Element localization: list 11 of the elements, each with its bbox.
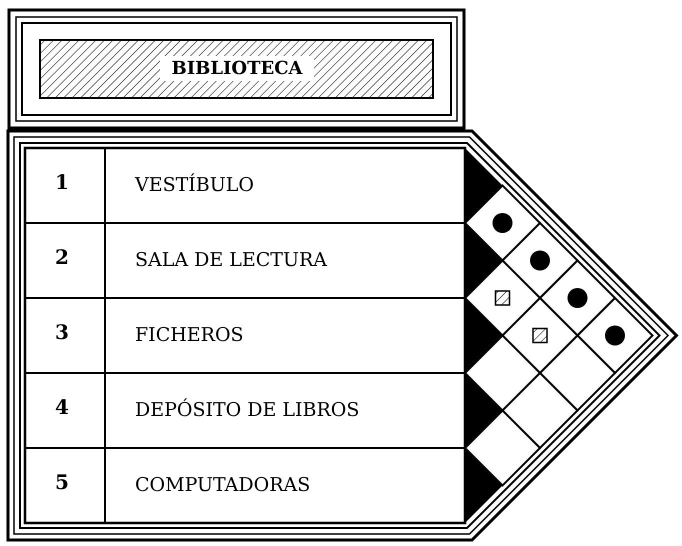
room-name: VESTÍBULO [135,174,254,196]
room-name: DEPÓSITO DE LIBROS [135,399,360,421]
title: BIBLIOTECA [160,56,314,81]
room-name: FICHEROS [135,324,244,346]
row-number: 1 [55,170,69,194]
row-number: 3 [55,320,69,344]
row-number: 2 [55,245,69,269]
row-number: 4 [55,395,69,419]
room-name: SALA DE LECTURA [135,249,327,271]
row-number: 5 [55,470,69,494]
room-name: COMPUTADORAS [135,474,310,496]
